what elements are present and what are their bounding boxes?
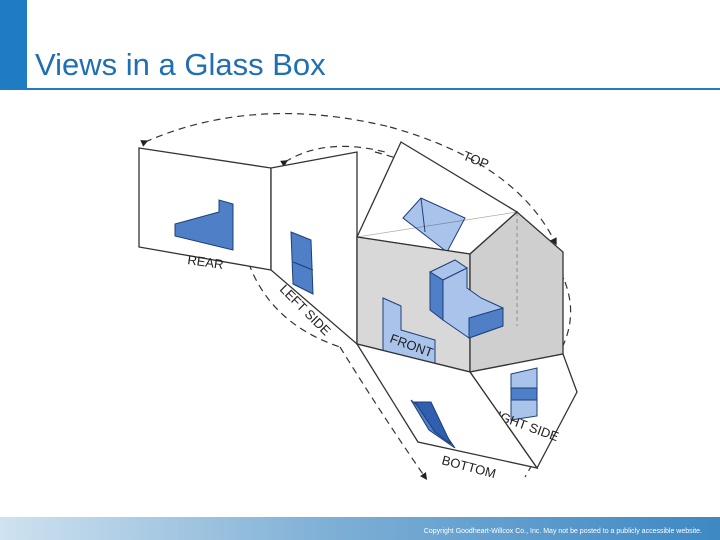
footer-bar: Copyright Goodheart-Willcox Co., Inc. Ma…: [0, 517, 720, 540]
top-rotation-arc: [280, 145, 386, 167]
top-label: TOP: [461, 148, 491, 172]
rear-view-panel: REAR: [138, 147, 272, 272]
bottom-view-panel: BOTTOM: [355, 342, 539, 481]
rear-label: REAR: [187, 252, 225, 272]
right-side-shade: [510, 387, 538, 401]
glass-box-diagram: REAR LEFT SIDE TOP: [138, 113, 578, 481]
bottom-left-arc: [339, 346, 428, 480]
left-rotation-arc: [244, 251, 341, 348]
rear-rotation-arc: [140, 113, 391, 147]
glass-box-figure: REAR LEFT SIDE TOP: [125, 112, 595, 497]
slide-title: Views in a Glass Box: [35, 47, 326, 82]
top-view-panel: TOP: [356, 141, 519, 255]
copyright-notice: Copyright Goodheart-Willcox Co., Inc. Ma…: [423, 528, 702, 535]
title-accent-bar: [0, 0, 27, 90]
object-block: [428, 259, 504, 339]
top-right-rotation-arc: [389, 126, 557, 246]
title-underline: [27, 88, 720, 90]
